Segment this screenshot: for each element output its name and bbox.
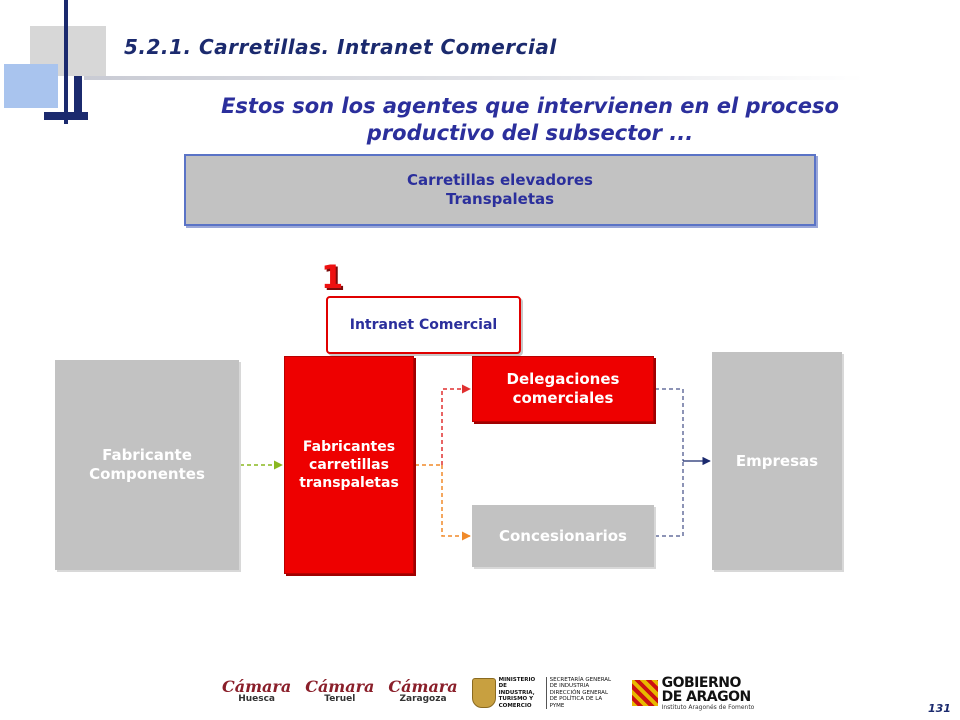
node-fabricantes-carretillas-line-1: Fabricantes: [302, 439, 396, 455]
connector-to-concesionarios: [441, 465, 471, 541]
coat-of-arms-icon: [471, 678, 496, 708]
logo-camara-city: Teruel: [324, 694, 356, 704]
decorative-horizontal-bar: [44, 112, 88, 120]
product-category-box: Carretillas elevadores Transpaletas: [184, 154, 816, 226]
node-fabricantes-carretillas: Fabricantes carretillas transpaletas: [284, 356, 414, 574]
logo-camara-huesca: Cámara Huesca: [222, 677, 292, 706]
intranet-comercial-label: Intranet Comercial: [349, 317, 498, 333]
node-empresas-label: Empresas: [735, 451, 819, 470]
connector-delegaciones-to-merge: [655, 388, 684, 461]
intranet-comercial-box: Intranet Comercial: [326, 296, 521, 354]
node-concesionarios-label: Concesionarios: [498, 526, 627, 545]
gobierno-subtitle: Instituto Aragonés de Fomento: [661, 703, 755, 711]
logo-camara-word: Cámara: [305, 677, 375, 696]
gobierno-line-1: GOBIERNO: [661, 674, 742, 691]
title-underline: [84, 76, 864, 80]
logo-camara-word: Cámara: [388, 677, 458, 696]
node-delegaciones-line-2: comerciales: [512, 389, 614, 407]
ministerio-text: MINISTERIO DE INDUSTRIA, TURISMO Y COMER…: [498, 676, 536, 709]
product-category-line-1: Carretillas elevadores: [407, 171, 593, 189]
product-category-line-2: Transpaletas: [445, 190, 555, 208]
node-delegaciones-line-1: Delegaciones: [506, 370, 620, 388]
logo-camara-city: Zaragoza: [399, 694, 447, 704]
connector-to-delegaciones: [441, 384, 471, 465]
footer-logos: Cámara Huesca Cámara Teruel Cámara Zarag…: [222, 674, 754, 712]
logo-camara-zaragoza: Cámara Zaragoza: [388, 677, 458, 706]
decorative-blue-square: [4, 64, 58, 108]
page-number: 131: [928, 702, 951, 715]
decorative-vertical-line: [64, 0, 68, 124]
node-fabricantes-carretillas-line-2: carretillas: [309, 457, 389, 473]
logo-gobierno-aragon: GOBIERNO DE ARAGON Instituto Aragonés de…: [631, 674, 755, 711]
step-number: 1: [321, 258, 344, 296]
node-fabricante-componentes: Fabricante Componentes: [55, 360, 239, 570]
aragon-flag-icon: [631, 680, 658, 706]
logo-camara-word: Cámara: [222, 677, 292, 696]
gobierno-line-2: DE ARAGON: [661, 688, 752, 705]
node-fabricante-componentes-line-2: Componentes: [89, 465, 205, 483]
section-title: 5.2.1. Carretillas. Intranet Comercial: [124, 35, 557, 59]
node-empresas: Empresas: [712, 352, 842, 570]
connector-concesionarios-to-merge: [655, 461, 684, 537]
logo-ministerio: MINISTERIO DE INDUSTRIA, TURISMO Y COMER…: [471, 676, 612, 710]
logo-camara-city: Huesca: [238, 694, 275, 704]
logo-camara-teruel: Cámara Teruel: [305, 677, 375, 706]
secretaria-text: SECRETARÍA GENERAL DE INDUSTRIA DIRECCIÓ…: [545, 676, 612, 710]
node-fabricante-componentes-line-1: Fabricante: [102, 446, 192, 464]
headline-line-1: Estos son los agentes que intervienen en…: [221, 94, 839, 118]
node-delegaciones-comerciales: Delegaciones comerciales: [472, 356, 654, 422]
decorative-vertical-bar: [74, 76, 82, 120]
headline: Estos son los agentes que intervienen en…: [120, 93, 940, 147]
headline-line-2: productivo del subsector ...: [366, 121, 694, 145]
node-fabricantes-carretillas-line-3: transpaletas: [299, 475, 399, 491]
node-concesionarios: Concesionarios: [472, 505, 654, 567]
